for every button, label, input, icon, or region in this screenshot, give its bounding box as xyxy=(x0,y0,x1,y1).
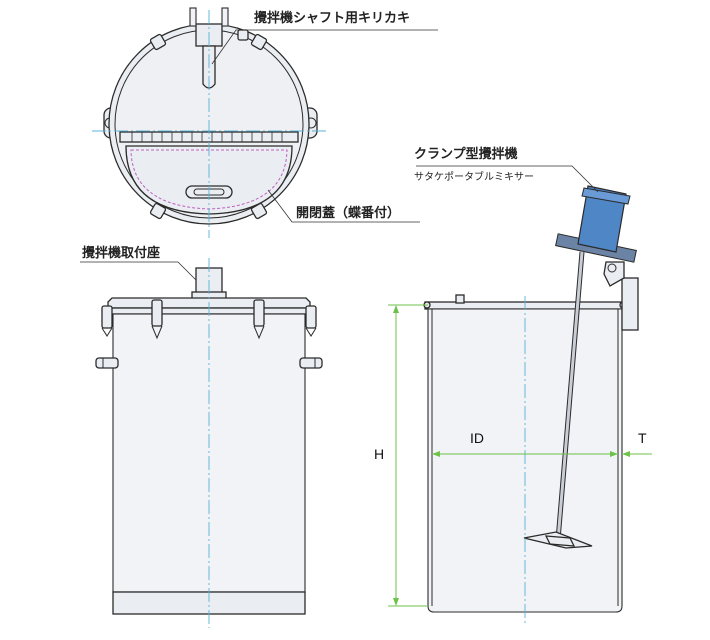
callout-hinged-lid: 開閉蓋（蝶番付） xyxy=(267,189,420,223)
callout-shaft-notch: 攪拌機シャフト用キリカキ xyxy=(211,10,438,65)
side-view xyxy=(423,185,639,626)
dimension-inner-diameter-label: ID xyxy=(470,430,484,446)
top-view xyxy=(92,7,326,238)
callout-mixer-mount: 攪拌機取付座 xyxy=(80,245,197,281)
shaft-notch xyxy=(189,7,229,89)
callout-clamp-mixer: クランプ型攪拌機 サタケポータブルミキサー xyxy=(414,146,599,193)
label-mixer-mount: 攪拌機取付座 xyxy=(82,245,160,261)
dimension-height-label: H xyxy=(374,446,384,462)
front-view xyxy=(95,258,323,628)
top-view-clamps xyxy=(149,29,268,220)
label-hinged-lid: 開閉蓋（蝶番付） xyxy=(296,205,400,221)
dimension-thickness: T xyxy=(622,430,652,457)
dimension-thickness-label: T xyxy=(638,430,647,446)
front-view-side-handles xyxy=(95,357,323,369)
clamp-mixer-motor xyxy=(577,185,627,253)
clamp-mixer xyxy=(523,185,637,549)
label-clamp-mixer-sub: サタケポータブルミキサー xyxy=(414,170,534,183)
label-shaft-notch: 攪拌機シャフト用キリカキ xyxy=(254,10,410,26)
dimension-height: H xyxy=(374,304,428,607)
dimension-inner-diameter: ID xyxy=(432,430,618,457)
label-clamp-mixer: クランプ型攪拌機 xyxy=(414,146,518,162)
front-view-clamps xyxy=(101,299,317,340)
